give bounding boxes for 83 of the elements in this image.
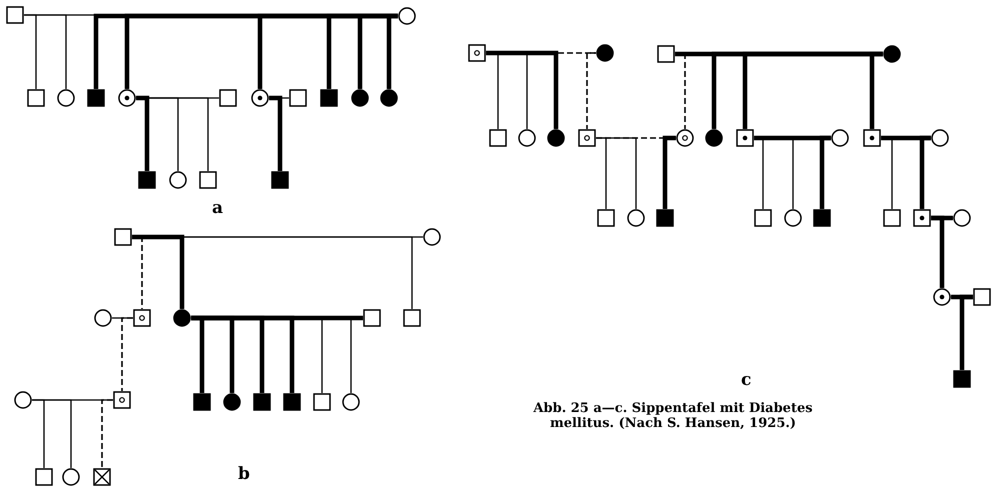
panel-letter: b [238,466,250,483]
filled-circle-symbol [351,89,369,107]
crossed-square-symbol [93,468,111,486]
ring-square-symbol [578,129,596,147]
square-symbol [289,89,307,107]
marriage-line [112,317,133,319]
square-symbol [199,171,217,189]
dot-square-symbol [736,129,754,147]
square-symbol [657,45,675,63]
square-symbol [597,209,615,227]
circle-symbol [62,468,80,486]
panel-letter: a [212,200,224,217]
descent-line [675,53,686,129]
ring-square-symbol [468,44,486,62]
filled-square-symbol [283,393,301,411]
ring-circle-symbol [676,129,694,147]
filled-square-symbol [271,171,289,189]
filled-square-symbol [320,89,338,107]
circle-symbol [784,209,802,227]
filled-circle-symbol [596,44,614,62]
circle-symbol [398,7,416,25]
square-symbol [114,228,132,246]
filled-circle-symbol [705,129,723,147]
descent-line [101,399,113,468]
filled-circle-symbol [173,309,191,327]
circle-symbol [342,393,360,411]
filled-square-symbol [813,209,831,227]
filled-circle-symbol [380,89,398,107]
descent-line [24,14,67,89]
square-symbol [403,309,421,327]
circle-symbol [94,309,112,327]
descent-line [269,96,282,171]
descent-line [931,216,944,288]
circle-symbol [423,228,441,246]
square-symbol [973,288,991,306]
circle-symbol [57,89,75,107]
ring-square-symbol [113,391,131,409]
square-symbol [27,89,45,107]
filled-circle-symbol [883,45,901,63]
filled-square-symbol [253,393,271,411]
filled-circle-symbol [547,129,565,147]
descent-line [960,294,973,370]
descent-line [920,136,931,209]
circle-symbol [931,129,949,147]
square-symbol [6,6,24,24]
circle-symbol [953,209,971,227]
descent-line [32,399,72,468]
ring-square-symbol [133,309,151,327]
filled-square-symbol [953,370,971,388]
figure-caption: Abb. 25 a—c. Sippentafel mit Diabetes mellitus. (Nach S. Hansen, 1925.) [532,402,814,432]
descent-line [820,136,831,209]
square-symbol [883,209,901,227]
square-symbol [363,309,381,327]
descent-line [586,52,596,129]
square-symbol [35,468,53,486]
square-symbol [754,209,772,227]
descent-line [121,317,133,391]
dot-circle-symbol [251,89,269,107]
filled-square-symbol [656,209,674,227]
dot-circle-symbol [933,288,951,306]
dot-square-symbol [863,129,881,147]
descent-line [136,96,150,171]
descent-line [191,316,294,393]
dot-circle-symbol [118,89,136,107]
filled-square-symbol [138,171,156,189]
panel-letter: c [741,372,752,389]
descent-line [132,234,184,309]
descent-line [596,137,637,209]
dot-square-symbol [913,209,931,227]
circle-symbol [831,129,849,147]
filled-circle-symbol [223,393,241,411]
filled-square-symbol [87,89,105,107]
circle-symbol [169,171,187,189]
descent-line [870,52,883,129]
descent-line [486,50,558,129]
filled-square-symbol [193,393,211,411]
square-symbol [219,89,237,107]
circle-symbol [14,391,32,409]
descent-line [662,136,676,209]
square-symbol [489,129,507,147]
circle-symbol [627,209,645,227]
circle-symbol [518,129,536,147]
square-symbol [313,393,331,411]
